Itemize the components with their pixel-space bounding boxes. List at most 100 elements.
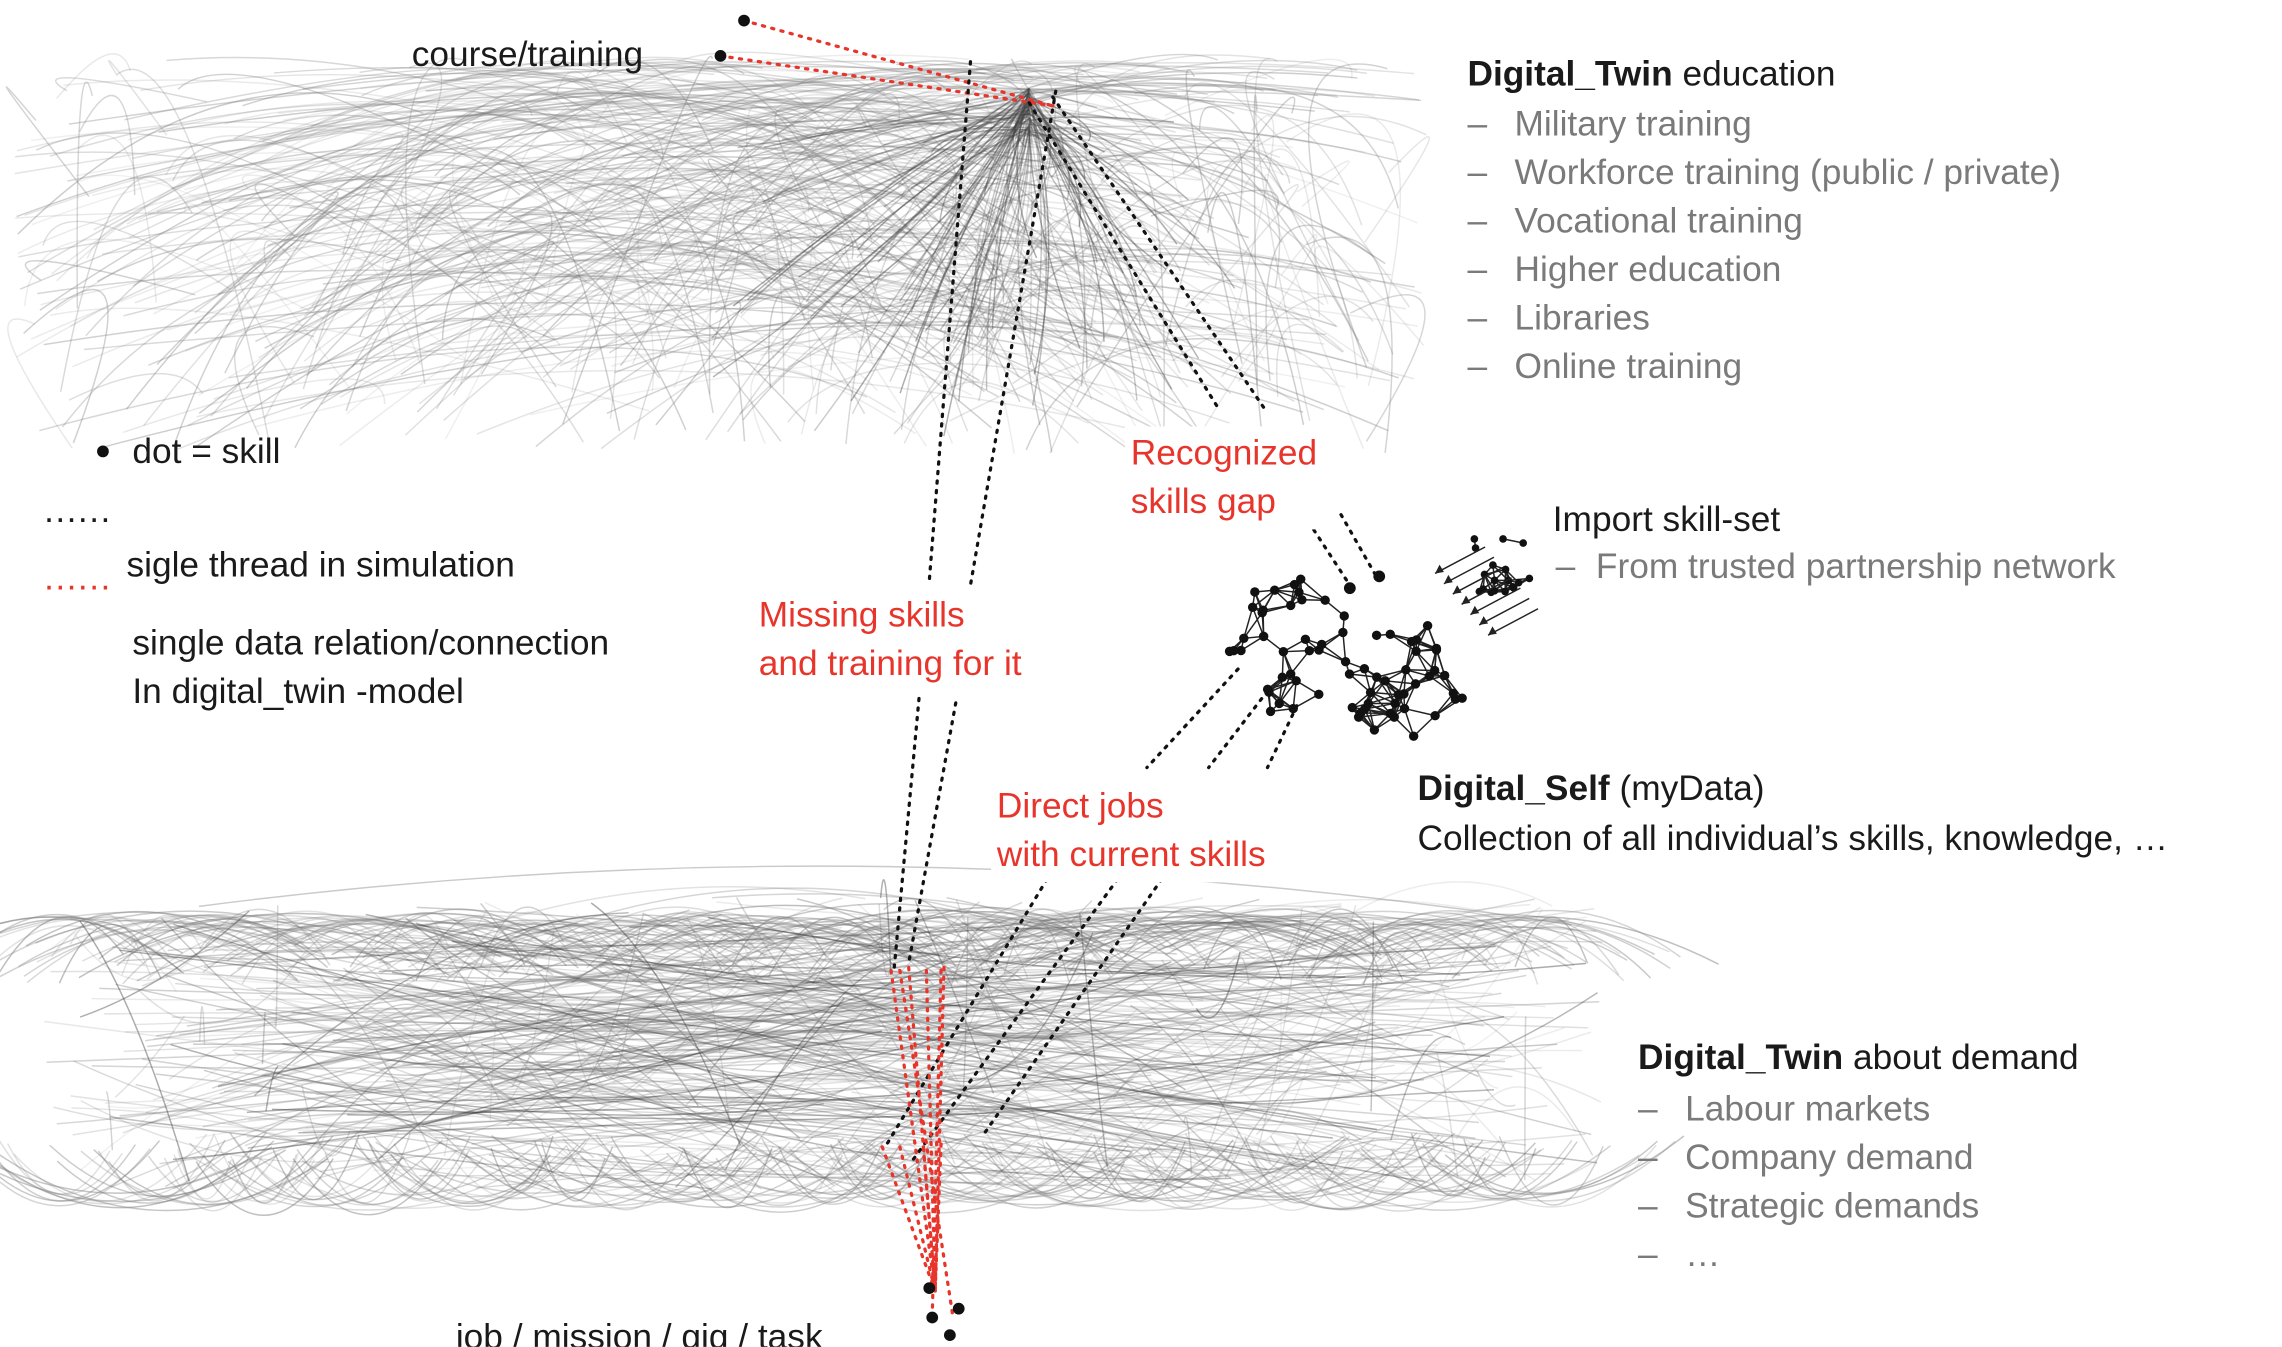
self-node	[1411, 679, 1420, 688]
self-node	[1259, 632, 1268, 641]
skill-dot	[1373, 571, 1385, 583]
self-node	[1258, 606, 1267, 615]
self-node	[1348, 703, 1357, 712]
thread-line	[1309, 522, 1350, 585]
self-node	[1248, 603, 1257, 612]
education-item: –Higher education	[1467, 246, 2061, 295]
education-item: –Libraries	[1467, 294, 2061, 343]
self-node	[1341, 657, 1350, 666]
self-node	[1449, 689, 1458, 698]
self-node	[1366, 688, 1375, 697]
import-arrow	[1488, 609, 1538, 635]
self-node	[1390, 712, 1399, 721]
import-node	[1471, 535, 1479, 543]
network-edge	[115, 1016, 184, 1097]
self-title-rest: (myData)	[1610, 769, 1765, 809]
self-node	[1279, 647, 1288, 656]
self-node	[1338, 628, 1347, 637]
missing-skills-line1: Missing skills	[759, 591, 1022, 640]
network-edge	[57, 54, 131, 99]
legend-black-dots: ......	[44, 491, 112, 532]
import-node	[1489, 561, 1497, 569]
education-item: –Military training	[1467, 100, 2061, 149]
self-node	[1360, 664, 1369, 673]
demand-list: –Labour markets –Company demand –Strateg…	[1638, 1085, 1979, 1279]
legend-black-desc-2: In digital_twin -model	[132, 672, 464, 713]
import-node	[1499, 535, 1507, 543]
import-node	[1526, 575, 1534, 583]
network-edge	[6, 87, 89, 197]
education-title-rest: education	[1673, 54, 1836, 94]
import-arrow	[1479, 598, 1529, 624]
self-node	[1294, 588, 1303, 597]
self-node	[1423, 621, 1432, 630]
education-item: –Online training	[1467, 343, 2061, 392]
missing-skills-line2: and training for it	[759, 640, 1022, 689]
self-node	[1305, 646, 1314, 655]
import-node	[1491, 577, 1499, 585]
legend-red-desc: sigle thread in simulation	[126, 546, 514, 587]
import-title: Import skill-set	[1553, 500, 1780, 541]
education-item: –Vocational training	[1467, 197, 2061, 246]
self-node	[1399, 689, 1408, 698]
recognized-gap-label: Recognized skills gap	[1125, 426, 1323, 529]
self-node	[1320, 596, 1329, 605]
skill-dot	[953, 1303, 965, 1315]
import-node	[1519, 539, 1527, 547]
demand-item: –…	[1638, 1231, 1979, 1280]
self-node	[1386, 630, 1395, 639]
self-node	[1301, 635, 1310, 644]
demand-title-rest: about demand	[1843, 1038, 2078, 1078]
self-node	[1457, 693, 1466, 702]
dot-icon	[97, 445, 109, 457]
self-node	[1275, 699, 1284, 708]
thread-line	[1209, 691, 1268, 767]
self-title: Digital_Self (myData)	[1417, 769, 1764, 810]
education-title-bold: Digital_Twin	[1467, 54, 1672, 94]
self-title-bold: Digital_Self	[1417, 769, 1609, 809]
self-node	[1390, 699, 1399, 708]
self-node	[1411, 647, 1420, 656]
direct-jobs-label: Direct jobs with current skills	[991, 779, 1271, 882]
self-node	[1278, 673, 1287, 682]
self-node	[1314, 690, 1323, 699]
self-edge	[1244, 607, 1253, 638]
network-edge	[1266, 225, 1373, 381]
import-skillset-graph	[1435, 535, 1538, 635]
self-node	[1266, 707, 1275, 716]
missing-skills-label: Missing skills and training for it	[753, 588, 1028, 691]
legend-black-desc-1: single data relation/connection	[132, 623, 609, 664]
self-node	[1360, 704, 1369, 713]
network-edge	[1365, 137, 1430, 243]
self-node	[1430, 666, 1439, 675]
self-node	[1440, 671, 1449, 680]
digital-self-graph	[1225, 574, 1467, 740]
self-node	[1372, 631, 1381, 640]
recognized-gap-line2: skills gap	[1131, 478, 1317, 527]
skill-dot	[738, 15, 750, 27]
self-node	[1401, 665, 1410, 674]
course-training-label: course/training	[412, 35, 643, 76]
network-edge	[197, 371, 1155, 435]
self-node	[1407, 637, 1416, 646]
import-node	[1515, 579, 1523, 587]
self-node	[1317, 640, 1326, 649]
skill-dot	[715, 50, 727, 62]
self-node	[1381, 676, 1390, 685]
import-item: –From trusted partnership network	[1556, 547, 2116, 588]
education-network-graph	[6, 52, 1429, 454]
network-edge	[1277, 324, 1344, 396]
demand-item: –Strategic demands	[1638, 1182, 1979, 1231]
import-node	[1502, 566, 1510, 574]
recognized-gap-line1: Recognized	[1131, 429, 1317, 478]
skill-dot	[1344, 582, 1356, 594]
thread-line	[1147, 669, 1238, 768]
self-node	[1372, 672, 1381, 681]
skill-dot	[926, 1312, 938, 1324]
self-node	[1345, 669, 1354, 678]
self-node	[1370, 725, 1379, 734]
legend-dot-text: dot = skill	[132, 432, 280, 472]
self-node	[1340, 611, 1349, 620]
network-edge	[56, 78, 207, 102]
